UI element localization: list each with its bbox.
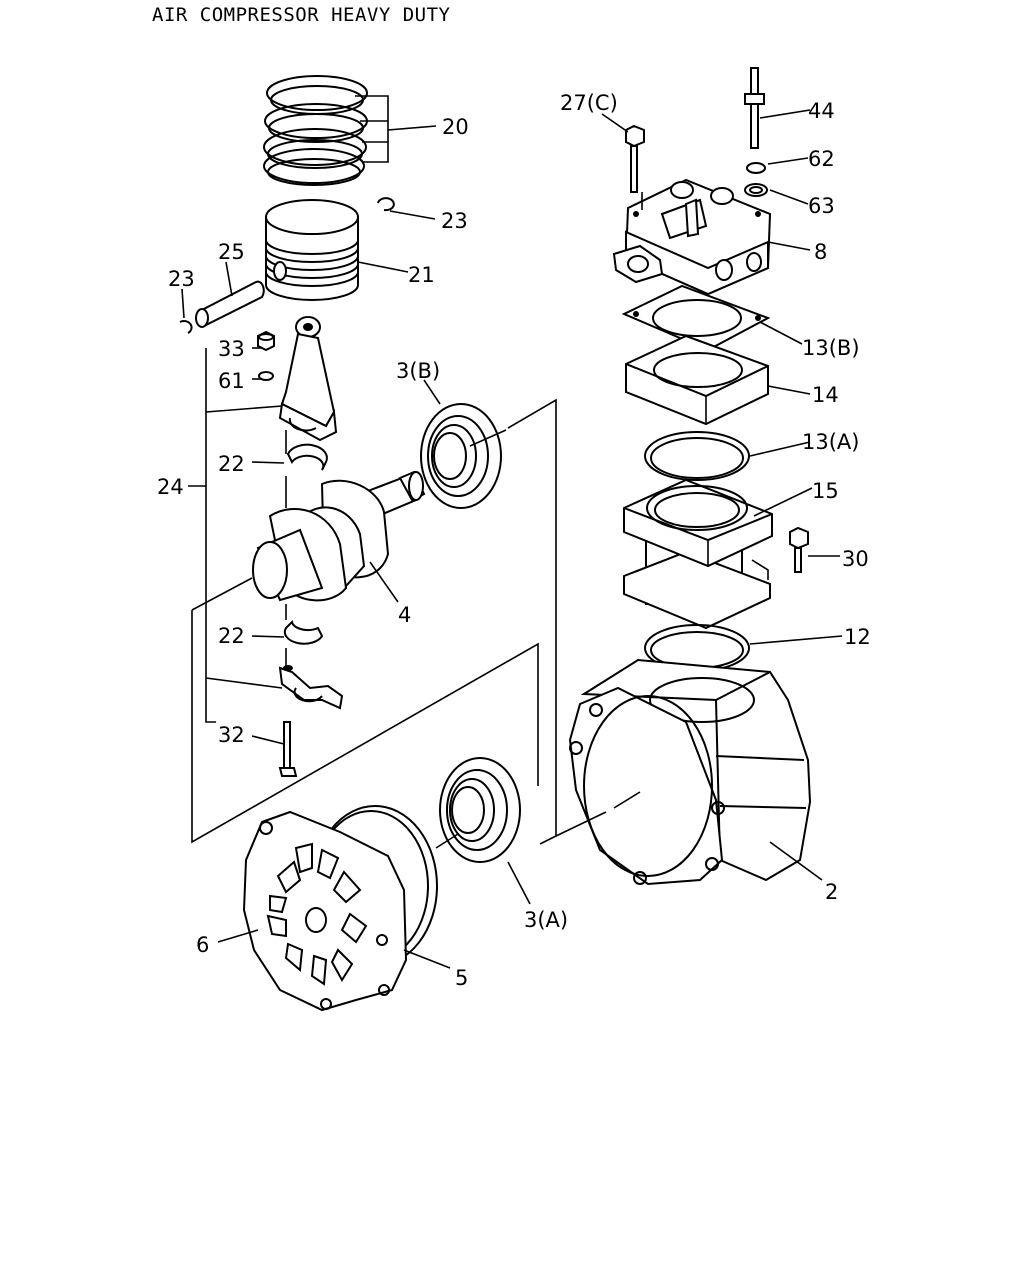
stud-44 [744, 67, 765, 149]
cylinder-head [612, 178, 772, 296]
washer-61 [258, 371, 274, 381]
callout-27c: 27(C) [560, 91, 618, 115]
callout-44: 44 [808, 99, 835, 123]
callout-32: 32 [218, 723, 245, 747]
bolt-30 [789, 526, 809, 573]
gasket-13a [644, 431, 750, 481]
callout-5: 5 [455, 966, 468, 990]
callout-20: 20 [442, 115, 469, 139]
callout-61: 61 [218, 369, 245, 393]
connecting-rod [278, 316, 338, 442]
callout-2: 2 [825, 880, 838, 904]
washer-62 [746, 162, 766, 174]
rear-cover [242, 810, 408, 1012]
callout-33: 33 [218, 337, 245, 361]
callout-12: 12 [844, 625, 871, 649]
callout-4: 4 [398, 603, 411, 627]
callout-13b: 13(B) [802, 336, 860, 360]
bearing-3a [439, 757, 521, 863]
callout-23-lower: 23 [168, 267, 195, 291]
piston [265, 199, 359, 301]
spacer-plate [625, 334, 769, 426]
bearing-3b [420, 403, 502, 509]
piston-pin [195, 280, 265, 328]
bearing-shell-lower [283, 619, 324, 645]
rod-cap [278, 665, 344, 710]
callout-14: 14 [812, 383, 839, 407]
rod-bolt [278, 721, 298, 777]
bearing-shell-upper [286, 443, 328, 471]
piston-rings [263, 75, 368, 186]
callout-30: 30 [842, 547, 869, 571]
callout-22-upper: 22 [218, 452, 245, 476]
bolt-27c [625, 124, 645, 193]
callout-8: 8 [814, 240, 827, 264]
washer-63 [744, 183, 768, 197]
crankshaft [252, 470, 426, 602]
snap-ring-lower [179, 320, 193, 334]
nut-33 [257, 330, 275, 352]
callout-15: 15 [812, 479, 839, 503]
crankcase [568, 658, 812, 886]
callout-3a: 3(A) [524, 908, 568, 932]
snap-ring-upper [377, 197, 395, 212]
callout-6: 6 [196, 933, 209, 957]
callout-21: 21 [408, 263, 435, 287]
callout-62: 62 [808, 147, 835, 171]
callout-23-upper: 23 [441, 209, 468, 233]
cylinder [623, 478, 773, 630]
callout-24: 24 [157, 475, 184, 499]
diagram-title: AIR COMPRESSOR HEAVY DUTY [152, 4, 451, 26]
callout-13a: 13(A) [802, 430, 859, 454]
callout-63: 63 [808, 194, 835, 218]
callout-3b: 3(B) [396, 359, 440, 383]
callout-25: 25 [218, 240, 245, 264]
callout-22-lower: 22 [218, 624, 245, 648]
